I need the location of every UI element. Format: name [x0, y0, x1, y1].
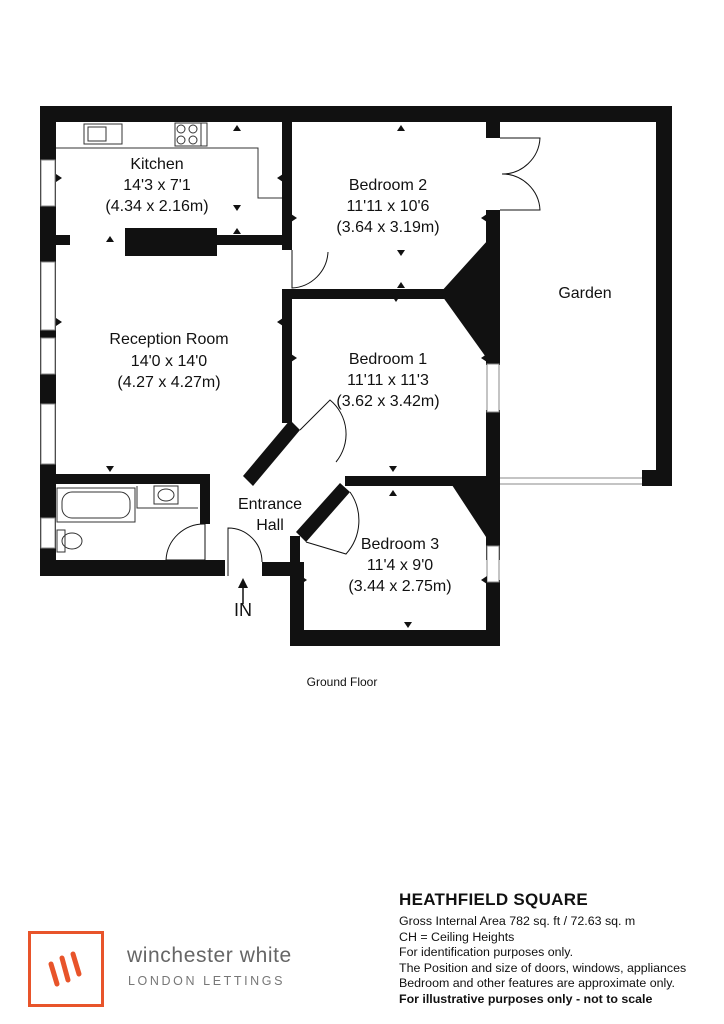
wall-bedroom3-right-low [486, 580, 500, 644]
garden-outline [500, 477, 642, 485]
wall-bedroom3-left [290, 562, 304, 646]
ceiling-height-markers [56, 125, 487, 628]
entrance-hall-line1: Entrance [238, 496, 302, 513]
disclaimer: For illustrative purposes only - not to … [399, 991, 653, 1006]
bathtub-icon [56, 487, 136, 523]
bedroom2-size-imperial: 11'11 x 10'6 [347, 198, 430, 215]
wall-chimney-corner-2 [450, 482, 488, 540]
wall-hall-right [290, 536, 300, 576]
wall-bedroom3-bottom [290, 630, 500, 646]
garden-name: Garden [558, 285, 611, 302]
window-reception-left-3 [40, 403, 56, 465]
triple-slash-logo-icon [48, 951, 82, 987]
wall-bedroom-garden-low [486, 410, 500, 560]
wall-bathroom-right [200, 474, 210, 524]
wall-kitchen-chimney [125, 228, 217, 256]
entrance-hall-line2: Hall [256, 517, 284, 534]
note-line: CH = Ceiling Heights [399, 929, 515, 944]
wall-garden-right [656, 106, 672, 486]
door-bedroom1 [299, 399, 347, 463]
property-title: HEATHFIELD SQUARE [399, 890, 588, 909]
reception-size-metric: (4.27 x 4.27m) [117, 374, 220, 391]
wall-kitchen-bedroom2 [282, 122, 292, 250]
wall-bedroom-garden-top [486, 122, 500, 138]
note-line: The Position and size of doors, windows,… [399, 960, 687, 975]
kitchen-worktop [56, 147, 282, 199]
bedroom3-size-imperial: 11'4 x 9'0 [367, 557, 433, 574]
sink-icon [83, 123, 123, 145]
windows [40, 159, 500, 583]
door-bedroom3 [305, 491, 360, 555]
wall-chimney-corner-1 [440, 240, 488, 360]
window-bedroom1-right [486, 363, 500, 413]
door-french-top [500, 137, 541, 175]
wall-bathroom-top [40, 474, 210, 484]
window-bathroom-left [40, 517, 56, 549]
reception-name: Reception Room [109, 331, 228, 348]
reception-size-imperial: 14'0 x 14'0 [131, 353, 207, 370]
window-reception-left-2 [40, 337, 56, 375]
doors [165, 137, 541, 576]
bedroom3-size-metric: (3.44 x 2.75m) [348, 578, 451, 595]
door-reception-bedroom2 [291, 250, 329, 289]
floor-label: Ground Floor [307, 675, 378, 689]
bedroom2-name: Bedroom 2 [349, 177, 427, 194]
window-reception-left-1 [40, 261, 56, 331]
hob-icon [176, 124, 186, 134]
wall-bedroom1-bedroom3 [345, 476, 492, 486]
note-line: Gross Internal Area 782 sq. ft / 72.63 s… [399, 914, 636, 928]
bedroom3-name: Bedroom 3 [361, 536, 439, 553]
door-french-bottom [500, 173, 541, 211]
wall-bedroom2-bedroom1 [282, 289, 492, 299]
entry-arrow-icon [238, 578, 248, 604]
bedroom2-size-metric: (3.64 x 3.19m) [336, 219, 439, 236]
brand-subtitle: LONDON LETTINGS [128, 974, 286, 988]
wall-hall-diag-left [243, 420, 300, 486]
floor-plan: Kitchen 14'3 x 7'1 (4.34 x 2.16m) Bedroo… [40, 106, 672, 689]
bedroom1-size-metric: (3.62 x 3.42m) [336, 393, 439, 410]
property-notes: Gross Internal Area 782 sq. ft / 72.63 s… [399, 914, 686, 1008]
wall-kitchen-south-right [217, 235, 292, 245]
wall-hall-diag-right [296, 483, 350, 542]
wall-reception-bedroom1 [282, 289, 292, 423]
basin-icon [136, 486, 198, 509]
wall-garden-bottom-post [642, 470, 672, 486]
note-line: Bedroom and other features are approxima… [399, 976, 675, 991]
bedroom1-name: Bedroom 1 [349, 351, 427, 368]
window-kitchen-left [40, 159, 56, 207]
room-labels: Kitchen 14'3 x 7'1 (4.34 x 2.16m) Bedroo… [105, 156, 611, 689]
entry-label: IN [234, 600, 252, 620]
wall-top-outer [40, 106, 672, 122]
kitchen-name: Kitchen [130, 156, 183, 173]
brand-logo [28, 931, 104, 1007]
bedroom1-size-imperial: 11'11 x 11'3 [347, 372, 429, 389]
wall-bottom-left [40, 560, 225, 576]
brand-name: winchester white [127, 944, 292, 967]
toilet-icon [56, 529, 66, 553]
door-entrance [227, 527, 263, 576]
kitchen-size-imperial: 14'3 x 7'1 [123, 177, 191, 194]
door-bathroom [165, 523, 206, 561]
wall-kitchen-south [40, 235, 70, 245]
kitchen-size-metric: (4.34 x 2.16m) [105, 198, 208, 215]
note-line: For identification purposes only. [399, 945, 574, 960]
fixtures [56, 122, 282, 553]
wall-bedroom-garden-mid [486, 210, 500, 365]
window-bedroom3-right [486, 545, 500, 583]
